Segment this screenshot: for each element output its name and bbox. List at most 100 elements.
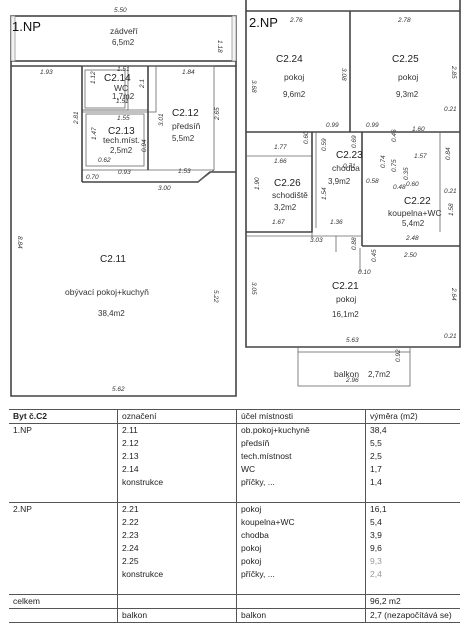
dim-label: 2.96 xyxy=(345,377,359,384)
room-id: C2.12 xyxy=(172,108,199,119)
table-cell: 1,4 xyxy=(365,476,460,489)
dim-label: 1.53 xyxy=(178,168,191,175)
dim-label: 2.65 xyxy=(214,107,221,121)
dim-label: 2.50 xyxy=(403,252,417,259)
room-name: koupelna+WC xyxy=(388,208,442,218)
table-cell: 9,6 xyxy=(365,542,460,555)
dim-label: 1.77 xyxy=(274,144,287,151)
table-header-cell: výměra (m2) xyxy=(365,409,460,424)
table-cell: konstrukce xyxy=(117,476,237,489)
table-cell: 9,3 xyxy=(365,555,460,568)
table-cell: 2,5 xyxy=(365,450,460,463)
dim-label: 2.1 xyxy=(139,79,146,89)
floor-plan-drawing: 1.NP zádveří 6,5m2 5.50 1.18 C2.14 WC 1,… xyxy=(10,0,461,397)
table-cell: 38,4 xyxy=(365,423,460,437)
dim-label: 2.48 xyxy=(405,235,419,242)
dim-label: 0.69 xyxy=(351,135,358,148)
table-cell: 2.25 xyxy=(117,555,237,568)
dim-label: 0.99 xyxy=(366,122,379,129)
floor1-plan: 1.NP zádveří 6,5m2 5.50 1.18 C2.14 WC 1,… xyxy=(10,7,237,397)
table-cell: 5,5 xyxy=(365,437,460,450)
room-area: 3,9m2 xyxy=(328,177,351,186)
table-cell: koupelna+WC xyxy=(236,516,366,529)
room-name: chodba xyxy=(332,163,360,173)
floor2-label: 2.NP xyxy=(249,15,278,30)
table-cell: 2.11 xyxy=(117,423,237,437)
room-id: C2.23 xyxy=(336,150,363,161)
table-cell: pokoj xyxy=(236,555,366,568)
table-cell xyxy=(9,450,118,463)
table-cell: tech.místnost xyxy=(236,450,366,463)
balcony-area: 2,7m2 xyxy=(368,370,391,379)
dim-label: 0.48 xyxy=(393,184,406,191)
dim-label: 1.54 xyxy=(321,187,328,200)
table-cell xyxy=(9,476,118,489)
dim-label: 0.59 xyxy=(321,138,328,151)
table-cell xyxy=(117,581,237,595)
table-cell xyxy=(365,581,460,595)
dim-label: 3.68 xyxy=(250,80,257,93)
dim-label: 0.58 xyxy=(366,178,379,185)
room-name: předsíň xyxy=(172,121,201,131)
table-cell xyxy=(9,581,118,595)
dim-label: 2.76 xyxy=(289,17,303,24)
table-cell xyxy=(236,581,366,595)
table-cell: konstrukce xyxy=(117,568,237,581)
floor1-label: 1.NP xyxy=(12,19,41,34)
table-cell xyxy=(9,529,118,542)
dim-label: 1.51 xyxy=(117,66,130,73)
table-cell: 3,9 xyxy=(365,529,460,542)
room-area: 5,5m2 xyxy=(172,134,195,143)
dim-label: 1.51 xyxy=(116,98,129,105)
table-balcony-row: balkon balkon 2,7 (nezapočítává se) xyxy=(9,608,460,623)
dim-label: 1.55 xyxy=(117,115,130,122)
dim-label: 0.21 xyxy=(444,188,457,195)
table-cell: celkem xyxy=(9,594,118,609)
dim-label: 1.12 xyxy=(90,71,97,84)
room-area: 9,3m2 xyxy=(396,90,419,99)
dim-label: 1.66 xyxy=(274,158,287,165)
dim-label: 0.10 xyxy=(358,269,371,276)
table-cell: 2.23 xyxy=(117,529,237,542)
dim-label: 3.00 xyxy=(158,185,171,192)
room-id: C2.21 xyxy=(332,281,359,292)
dim-label: 3.03 xyxy=(310,237,323,244)
dim-label: 1.60 xyxy=(412,126,425,133)
table-cell xyxy=(9,463,118,476)
balcony-name: balkon xyxy=(334,369,359,379)
table-cell xyxy=(236,594,366,609)
table-cell: 2,7 (nezapočítává se) xyxy=(365,608,460,623)
room-id: C2.11 xyxy=(100,254,126,265)
dim-label: 1.18 xyxy=(216,40,223,53)
area-summary-table: Byt č.C2 označení účel místnosti výměra … xyxy=(9,409,460,623)
table-cell: 16,1 xyxy=(365,502,460,516)
table-cell: 2,4 xyxy=(365,568,460,581)
room-area: 2,5m2 xyxy=(110,146,133,155)
room-id: C2.24 xyxy=(276,54,303,65)
floor2-outline xyxy=(245,11,461,348)
table-header-cell: označení xyxy=(117,409,237,424)
room-area: 5,4m2 xyxy=(402,219,425,228)
dim-label: 0.74 xyxy=(380,155,387,168)
table-header-cell: Byt č.C2 xyxy=(9,409,118,424)
dim-label: 3.08 xyxy=(340,68,347,81)
dim-label: 0.92 xyxy=(395,349,402,362)
room-id: C2.26 xyxy=(274,178,301,189)
dim-label: 1.58 xyxy=(448,203,455,216)
table-cell xyxy=(9,489,118,503)
dim-label: 0.93 xyxy=(118,169,131,176)
room-name: pokoj xyxy=(336,294,356,304)
dim-label: 2.78 xyxy=(397,17,411,24)
room-area: 9,6m2 xyxy=(283,90,306,99)
table-cell xyxy=(117,489,237,503)
dim-label: 1.57 xyxy=(414,153,427,160)
table-cell: 1,7 xyxy=(365,463,460,476)
